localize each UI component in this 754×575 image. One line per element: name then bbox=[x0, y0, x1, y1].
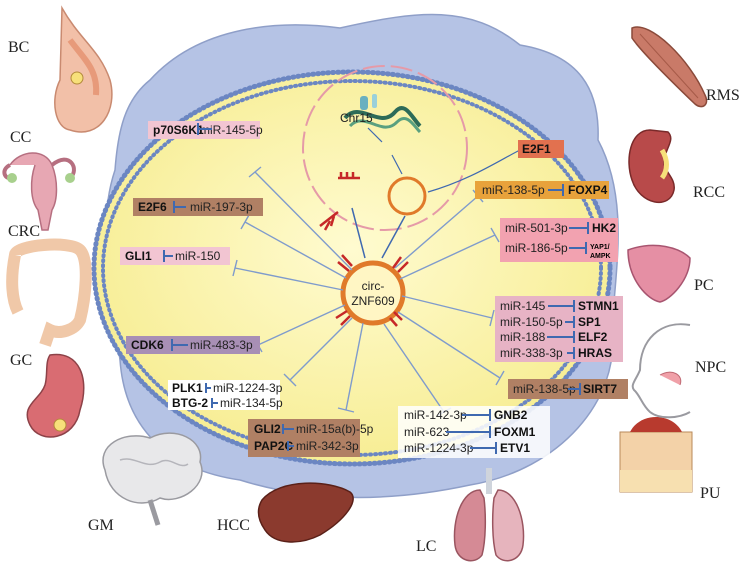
liver-icon bbox=[257, 482, 354, 543]
gene-label: GLI2 bbox=[254, 422, 281, 436]
mirna-label: miR-188 bbox=[500, 330, 546, 344]
gene-label: AMPK bbox=[590, 253, 611, 260]
cancer-label-rms: RMS bbox=[706, 87, 740, 104]
gene-label: ELF2 bbox=[578, 330, 608, 344]
cancer-label-gc: GC bbox=[10, 352, 32, 369]
inhibition-bars-left bbox=[163, 123, 294, 451]
cancer-label-bc: BC bbox=[8, 39, 29, 56]
gene-label: HK2 bbox=[592, 221, 616, 235]
axis-group-right: miR-138-5p FOXP4 miR-501-3p HK2 miR-186-… bbox=[398, 181, 628, 458]
cancer-label-crc: CRC bbox=[8, 223, 40, 240]
mirna-label: miR-501-3p bbox=[505, 221, 568, 235]
mirna-label: miR-138-5p bbox=[513, 382, 576, 396]
gene-label: GNB2 bbox=[494, 408, 528, 422]
skin-lesion-icon bbox=[619, 417, 693, 493]
gene-label: PAP2C bbox=[254, 439, 293, 453]
uterus-icon bbox=[2, 152, 76, 231]
mirna-label: miR-338-3p bbox=[500, 346, 563, 360]
gene-label: ETV1 bbox=[500, 441, 530, 455]
brain-icon bbox=[102, 432, 203, 526]
gene-label: SIRT7 bbox=[583, 382, 617, 396]
stomach-icon bbox=[26, 353, 85, 438]
breast-icon bbox=[54, 5, 113, 133]
gene-label: PLK1 bbox=[172, 381, 203, 395]
center-label-line1: circ- bbox=[362, 279, 385, 293]
mirna-label: miR-623 bbox=[404, 425, 450, 439]
gene-label: E2F6 bbox=[138, 200, 167, 214]
mirna-label: miR-134-5p bbox=[220, 396, 283, 410]
mirna-label: miR-138-5p bbox=[482, 183, 545, 197]
mirna-label: miR-186-5p bbox=[505, 241, 568, 255]
cancer-label-cc: CC bbox=[10, 129, 31, 146]
circ-znf609-icon bbox=[335, 254, 409, 327]
mirna-label: miR-142-3p bbox=[404, 408, 467, 422]
cancer-label-hcc: HCC bbox=[217, 517, 250, 534]
mirna-label: miR-342-3p bbox=[296, 439, 359, 453]
gene-label: FOXP4 bbox=[568, 183, 608, 197]
gene-label: p70S6K1 bbox=[153, 123, 204, 137]
chromosome-label: Chr15 bbox=[340, 111, 373, 125]
mirna-label: miR-15a(b)-5p bbox=[296, 422, 374, 436]
nucleus bbox=[302, 65, 468, 231]
mirna-label: miR-1224-3p bbox=[404, 441, 474, 455]
kidney-icon bbox=[628, 129, 675, 204]
mirna-label: miR-1224-3p bbox=[213, 381, 283, 395]
gene-label: YAP1/ bbox=[590, 244, 610, 251]
nuclear-circrna bbox=[387, 176, 427, 216]
inhibition-bars-right bbox=[446, 184, 589, 454]
mirna-label: miR-483-3p bbox=[190, 338, 253, 352]
mirna-label: miR-145 bbox=[500, 299, 546, 313]
gene-label: GLI1 bbox=[125, 249, 152, 263]
mirna-label: miR-150 bbox=[175, 249, 221, 263]
mirna-label: miR-197-3p bbox=[190, 200, 253, 214]
gene-label: CDK6 bbox=[131, 338, 164, 352]
head-icon bbox=[631, 323, 691, 419]
gene-label: SP1 bbox=[578, 315, 601, 329]
chromosome-dna-icon bbox=[343, 94, 422, 134]
cancer-label-pu: PU bbox=[700, 485, 721, 502]
center-label-line2: ZNF609 bbox=[351, 294, 395, 308]
mirna-label: miR-150-5p bbox=[500, 315, 563, 329]
colon-icon bbox=[6, 238, 92, 347]
cancer-label-lc: LC bbox=[416, 538, 436, 555]
axis-group-left: p70S6K1 miR-145-5p E2F6 miR-197-3p GLI1 … bbox=[120, 121, 374, 457]
prostate-icon bbox=[627, 244, 691, 303]
lungs-icon bbox=[453, 468, 525, 562]
gene-label: STMN1 bbox=[578, 299, 619, 313]
gene-label: FOXM1 bbox=[494, 425, 536, 439]
gene-label: BTG-2 bbox=[172, 396, 208, 410]
cancer-label-npc: NPC bbox=[695, 359, 726, 376]
e2f1-label: E2F1 bbox=[522, 142, 551, 156]
cancer-label-gm: GM bbox=[88, 517, 114, 534]
mirna-fragment-icon bbox=[319, 172, 360, 231]
cancer-label-pc: PC bbox=[694, 277, 714, 294]
cancer-label-rcc: RCC bbox=[693, 184, 725, 201]
gene-label: HRAS bbox=[578, 346, 612, 360]
mirna-label: miR-145-5p bbox=[200, 123, 263, 137]
muscle-icon bbox=[631, 26, 708, 108]
